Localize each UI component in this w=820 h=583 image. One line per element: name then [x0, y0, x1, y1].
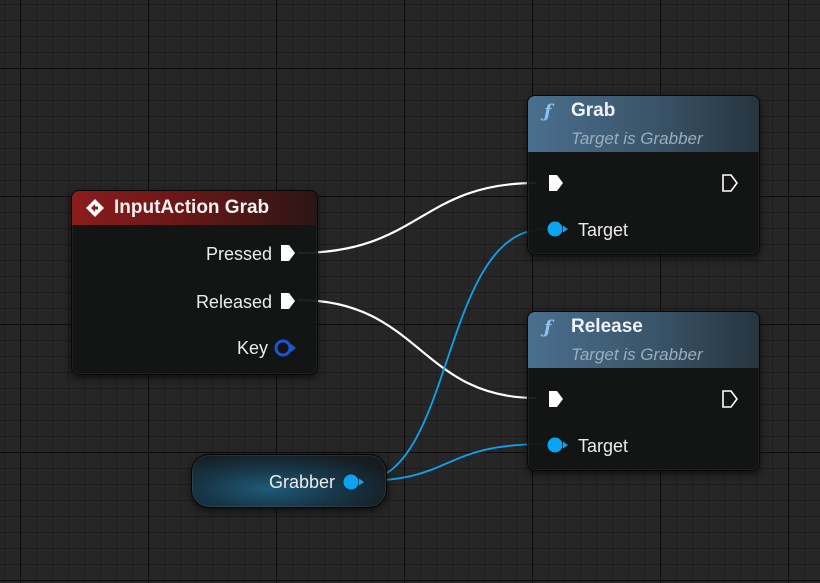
node-title: Release	[571, 316, 643, 337]
exec-wire-pressed-to-grab[interactable]	[297, 181, 537, 255]
pressed-pin-label: Pressed	[205, 244, 272, 264]
exec-in-pin[interactable]	[547, 389, 565, 409]
grabber-variable-node[interactable]: Grabber	[191, 454, 387, 508]
target-pin-label: Target	[578, 436, 629, 456]
release-function-node[interactable]: ƒ Release Target is Grabber Target	[527, 311, 760, 471]
released-pin-label: Released	[195, 292, 272, 312]
node-header: ƒ Release Target is Grabber	[528, 312, 759, 368]
released-exec-pin[interactable]	[279, 291, 297, 311]
grabber-output-pin[interactable]	[341, 472, 365, 492]
input-action-diamond-icon	[86, 199, 104, 217]
input-action-grab-node[interactable]: InputAction Grab Pressed Released Key	[71, 190, 318, 375]
node-header: InputAction Grab	[72, 191, 317, 225]
exec-out-pin[interactable]	[721, 173, 739, 193]
node-subtitle: Target is Grabber	[571, 129, 703, 148]
object-wire-grabber-to-grab-target[interactable]	[359, 228, 546, 482]
node-title: Grab	[571, 100, 616, 121]
variable-label: Grabber	[268, 472, 335, 492]
key-pin-label: Key	[236, 338, 268, 358]
target-object-pin[interactable]	[545, 219, 569, 239]
target-pin-label: Target	[578, 220, 629, 240]
node-title: InputAction Grab	[114, 197, 270, 218]
key-struct-pin[interactable]	[273, 338, 297, 358]
target-object-pin[interactable]	[545, 435, 569, 455]
pressed-exec-pin[interactable]	[279, 243, 297, 263]
grab-function-node[interactable]: ƒ Grab Target is Grabber Target	[527, 95, 760, 255]
exec-wire-released-to-release[interactable]	[297, 298, 537, 400]
object-wire-grabber-to-release-target[interactable]	[359, 443, 546, 482]
function-icon: ƒ	[544, 317, 552, 338]
node-header: ƒ Grab Target is Grabber	[528, 96, 759, 152]
exec-in-pin[interactable]	[547, 173, 565, 193]
node-subtitle: Target is Grabber	[571, 345, 703, 364]
function-icon: ƒ	[544, 101, 552, 122]
exec-out-pin[interactable]	[721, 389, 739, 409]
